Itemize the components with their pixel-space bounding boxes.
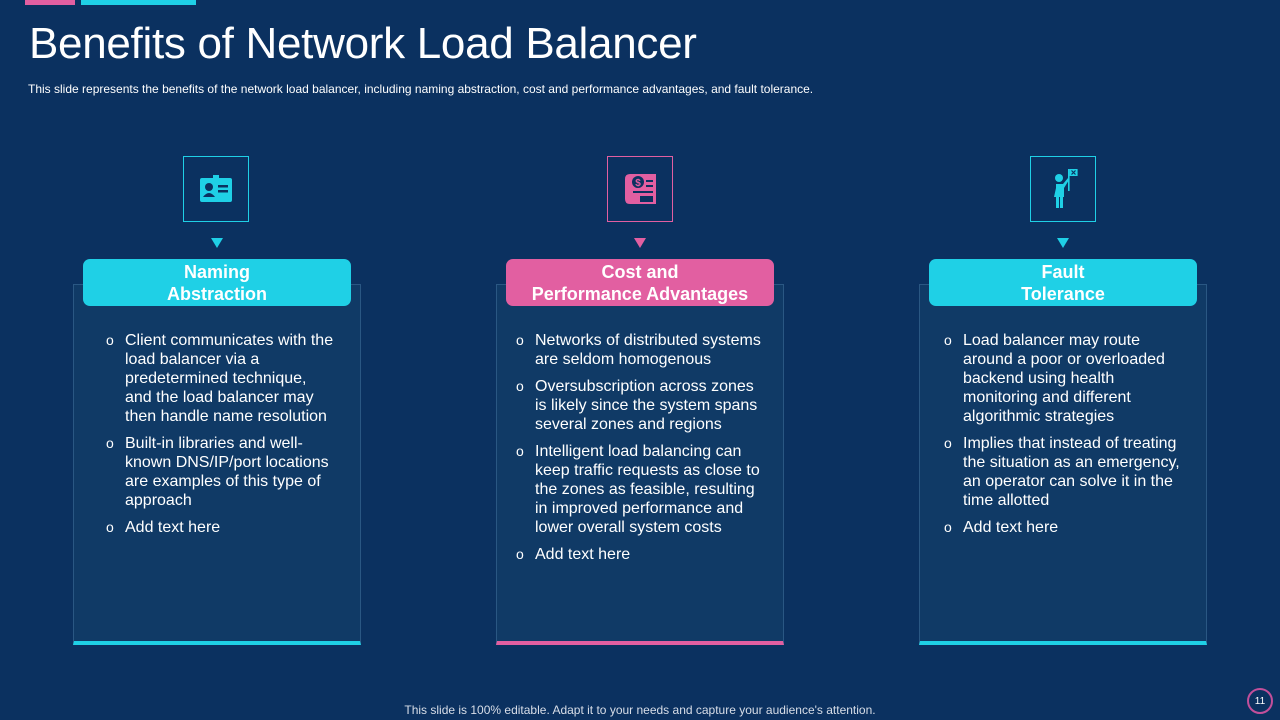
- naming-arrow: [211, 238, 223, 248]
- naming-header: Naming Abstraction: [83, 259, 351, 306]
- naming-icon-box: [183, 156, 249, 222]
- fault-header: Fault Tolerance: [929, 259, 1197, 306]
- accent-bar-pink: [25, 0, 75, 5]
- fault-card: [919, 284, 1207, 645]
- fault-header-line1: Fault: [1041, 261, 1085, 282]
- cost-card: [496, 284, 784, 645]
- fault-header-line2: Tolerance: [1021, 283, 1105, 304]
- fault-icon-box: [1030, 156, 1096, 222]
- cost-header: Cost and Performance Advantages: [506, 259, 774, 306]
- cost-header-line2: Performance Advantages: [531, 283, 749, 304]
- cost-header-line1: Cost and: [601, 261, 679, 282]
- naming-header-line2: Abstraction: [166, 283, 267, 304]
- naming-header-line1: Naming: [183, 261, 250, 282]
- id-card-icon: [200, 175, 232, 202]
- slide-footer: This slide is 100% editable. Adapt it to…: [404, 703, 876, 717]
- cost-icon-box: $: [607, 156, 673, 222]
- slide-subtitle: This slide represents the benefits of th…: [28, 82, 814, 96]
- slide-title: Benefits of Network Load Balancer: [29, 19, 697, 68]
- cost-document-icon: $: [625, 174, 656, 204]
- page-number: 11: [1247, 688, 1273, 714]
- accent-bar-cyan: [81, 0, 196, 5]
- fault-arrow: [1057, 238, 1069, 248]
- svg-text:$: $: [635, 178, 641, 189]
- cost-arrow: [634, 238, 646, 248]
- person-flag-icon: [1054, 169, 1078, 208]
